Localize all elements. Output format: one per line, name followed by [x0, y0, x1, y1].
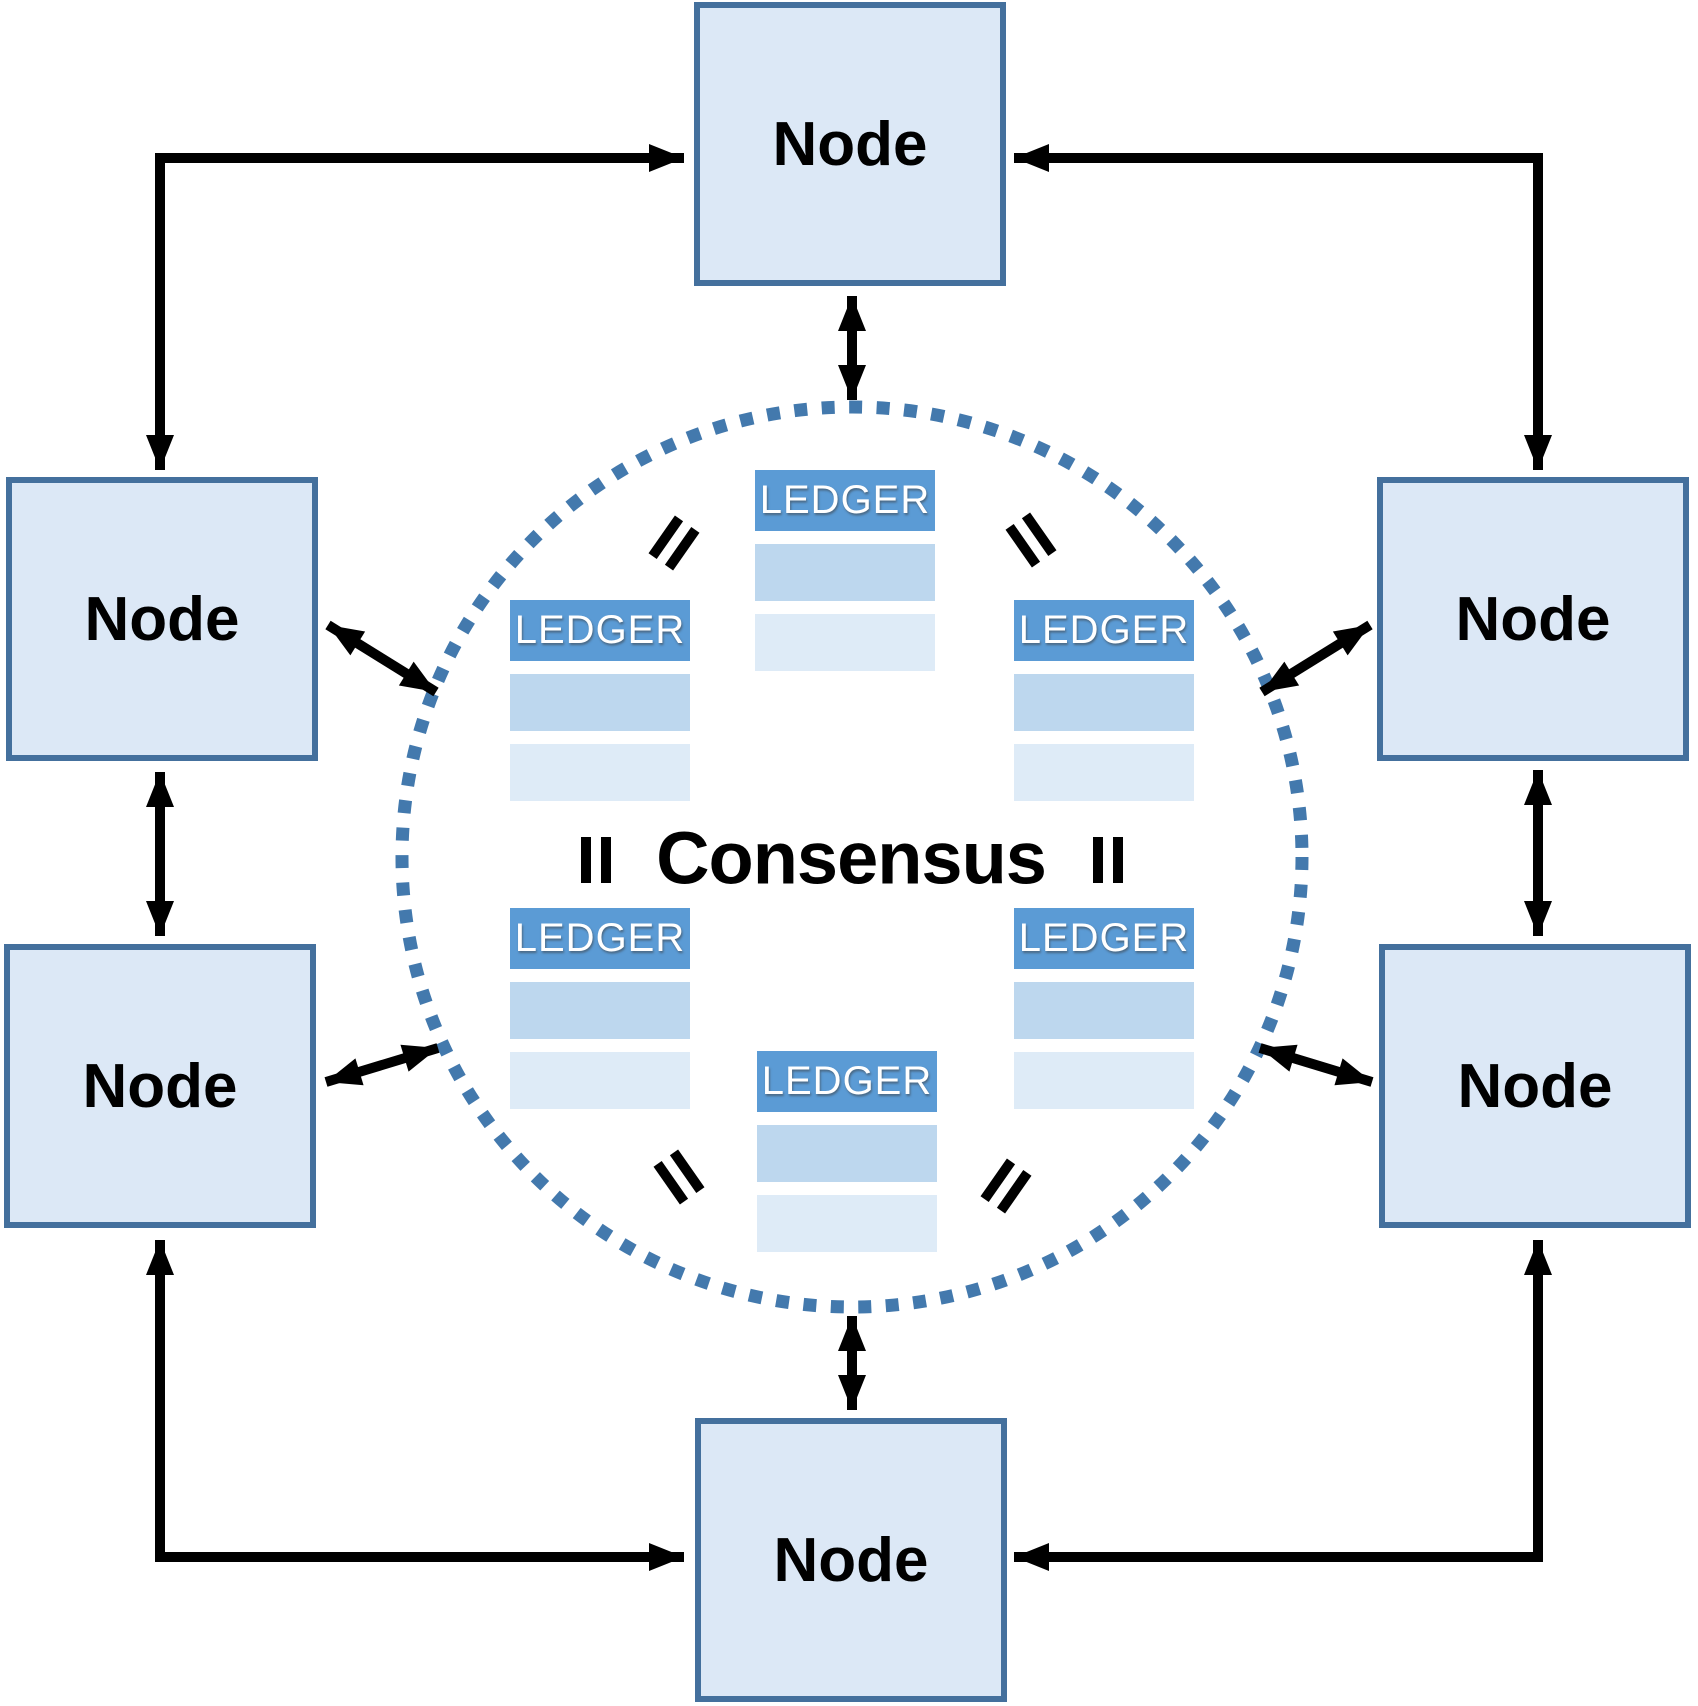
ledger-row: [510, 1052, 690, 1109]
ledger-table: LEDGER: [1014, 908, 1194, 1109]
ledger-header: LEDGER: [510, 600, 690, 661]
ledger-header: LEDGER: [755, 470, 935, 531]
node-box-right-top: Node: [1377, 477, 1689, 761]
arrow-lefttop-to-topnode: [146, 144, 684, 470]
equals-icon: [1093, 837, 1123, 883]
ledger-table: LEDGER: [510, 600, 690, 801]
consensus-title: Consensus: [656, 816, 1047, 900]
ledger-row: [1014, 1052, 1194, 1109]
equals-bar: [581, 837, 591, 883]
node-box-left-top: Node: [6, 477, 318, 761]
arrow-rightbottomnode-to-ring: [1258, 1043, 1374, 1087]
ledger-header: LEDGER: [510, 908, 690, 969]
ledger-row: [757, 1125, 937, 1182]
node-box-left-bottom: Node: [4, 944, 316, 1228]
equals-bar: [1093, 837, 1103, 883]
ledger-row: [1014, 982, 1194, 1039]
ledger-table: LEDGER: [1014, 600, 1194, 801]
ledger-header: LEDGER: [1014, 600, 1194, 661]
consensus-ring: [395, 400, 1309, 1314]
arrow-leftbottom-to-bottomnode: [146, 1240, 684, 1571]
ledger-row: [755, 544, 935, 601]
equals-bar: [1113, 837, 1123, 883]
ledger-header: LEDGER: [1014, 908, 1194, 969]
ledger-header: LEDGER: [757, 1051, 937, 1112]
node-box-top: Node: [694, 2, 1006, 286]
equals-bar: [601, 837, 611, 883]
ledger-table: LEDGER: [510, 908, 690, 1109]
equals-icon: [581, 837, 611, 883]
arrow-leftbottomnode-to-ring: [324, 1043, 440, 1087]
node-box-right-bottom: Node: [1379, 944, 1691, 1228]
arrow-righttopnode-to-ring: [1259, 620, 1373, 697]
ledger-row: [1014, 674, 1194, 731]
arrow-rightbottom-to-bottomnode: [1014, 1240, 1552, 1571]
arrow-righttop-to-topnode: [1014, 144, 1552, 470]
ledger-row: [510, 982, 690, 1039]
ledger-table: LEDGER: [755, 470, 935, 671]
node-box-bottom: Node: [695, 1418, 1007, 1702]
ledger-table: LEDGER: [757, 1051, 937, 1252]
arrow-lefttopnode-to-ring: [325, 620, 439, 697]
ledger-row: [510, 744, 690, 801]
ledger-row: [1014, 744, 1194, 801]
ledger-row: [510, 674, 690, 731]
ledger-row: [755, 614, 935, 671]
ledger-row: [757, 1195, 937, 1252]
